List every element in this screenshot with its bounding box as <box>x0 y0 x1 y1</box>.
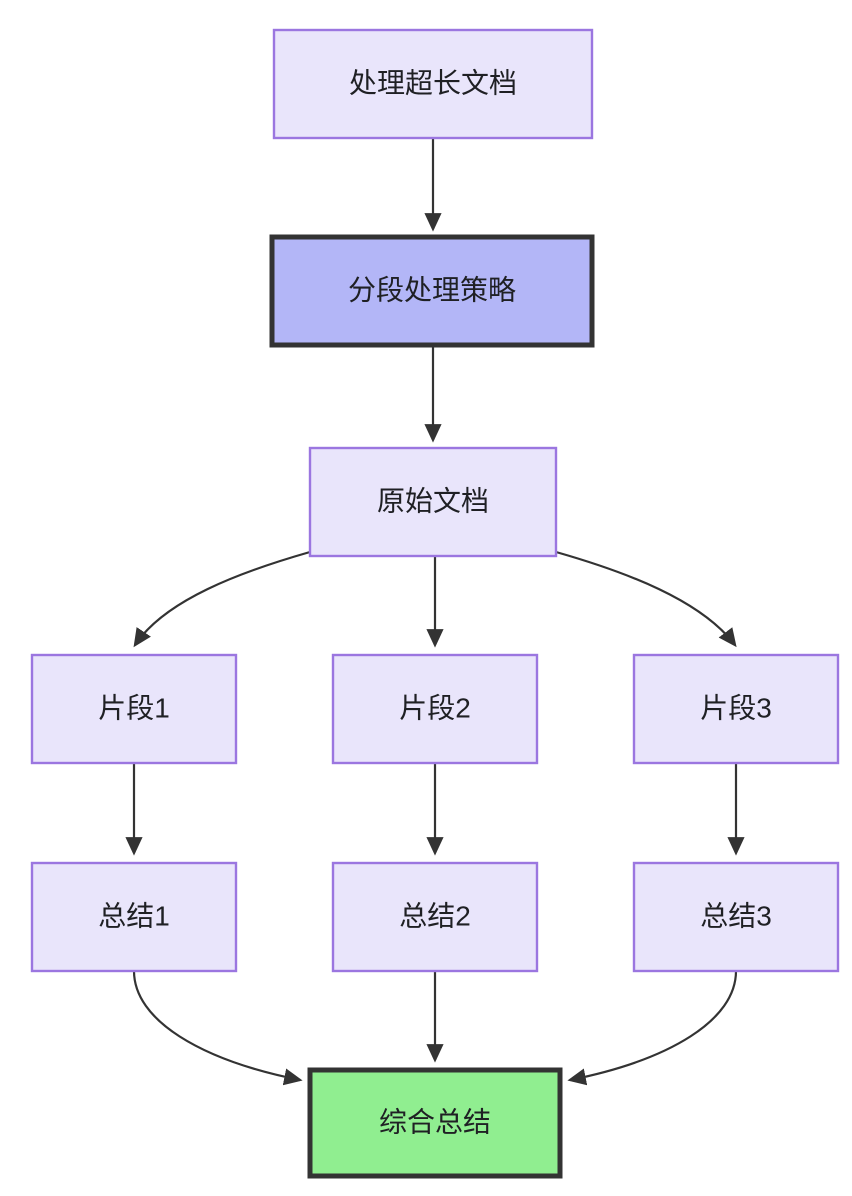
node-label-n_sum3: 总结3 <box>700 900 772 931</box>
node-box-n_source[interactable] <box>308 446 558 558</box>
flow-node-n_sum1[interactable]: 总结1 <box>30 861 238 973</box>
flow-node-n_source[interactable]: 原始文档 <box>308 446 558 558</box>
node-box-n_policy[interactable] <box>269 234 595 348</box>
flow-node-n_final[interactable]: 综合总结 <box>307 1067 563 1179</box>
node-box-n_sum2[interactable] <box>331 861 539 973</box>
node-label-n_sum2: 总结2 <box>399 900 471 931</box>
flow-node-n_chunk3[interactable]: 片段3 <box>632 653 840 765</box>
node-label-n_chunk3: 片段3 <box>700 692 772 723</box>
flow-edge-n_sum3-to-n_final <box>567 970 738 1086</box>
flow-edge-n_source-to-n_chunk3 <box>555 550 737 648</box>
node-box-n_sum1[interactable] <box>30 861 238 973</box>
node-label-n_sum1: 总结1 <box>98 900 170 931</box>
node-label-n_final: 综合总结 <box>379 1106 491 1137</box>
node-box-n_final[interactable] <box>307 1067 563 1179</box>
node-label-n_chunk1: 片段1 <box>98 692 170 723</box>
node-box-n_start[interactable] <box>272 28 594 140</box>
flow-edge-n_source-to-n_chunk1 <box>133 550 311 648</box>
flow-node-n_start[interactable]: 处理超长文档 <box>272 28 594 140</box>
node-box-n_sum3[interactable] <box>632 861 840 973</box>
node-box-n_chunk2[interactable] <box>331 653 539 765</box>
node-box-n_chunk3[interactable] <box>632 653 840 765</box>
node-label-n_policy: 分段处理策略 <box>348 274 516 305</box>
flow-node-n_chunk2[interactable]: 片段2 <box>331 653 539 765</box>
flow-node-n_sum3[interactable]: 总结3 <box>632 861 840 973</box>
edge-layer <box>125 138 745 1086</box>
flow-edge-n_sum1-to-n_final <box>132 970 303 1086</box>
flow-node-n_sum2[interactable]: 总结2 <box>331 861 539 973</box>
flow-node-n_chunk1[interactable]: 片段1 <box>30 653 238 765</box>
node-box-n_chunk1[interactable] <box>30 653 238 765</box>
node-label-n_start: 处理超长文档 <box>349 67 517 98</box>
node-label-n_source: 原始文档 <box>377 485 489 516</box>
node-label-n_chunk2: 片段2 <box>399 692 471 723</box>
flow-node-n_policy[interactable]: 分段处理策略 <box>269 234 595 348</box>
